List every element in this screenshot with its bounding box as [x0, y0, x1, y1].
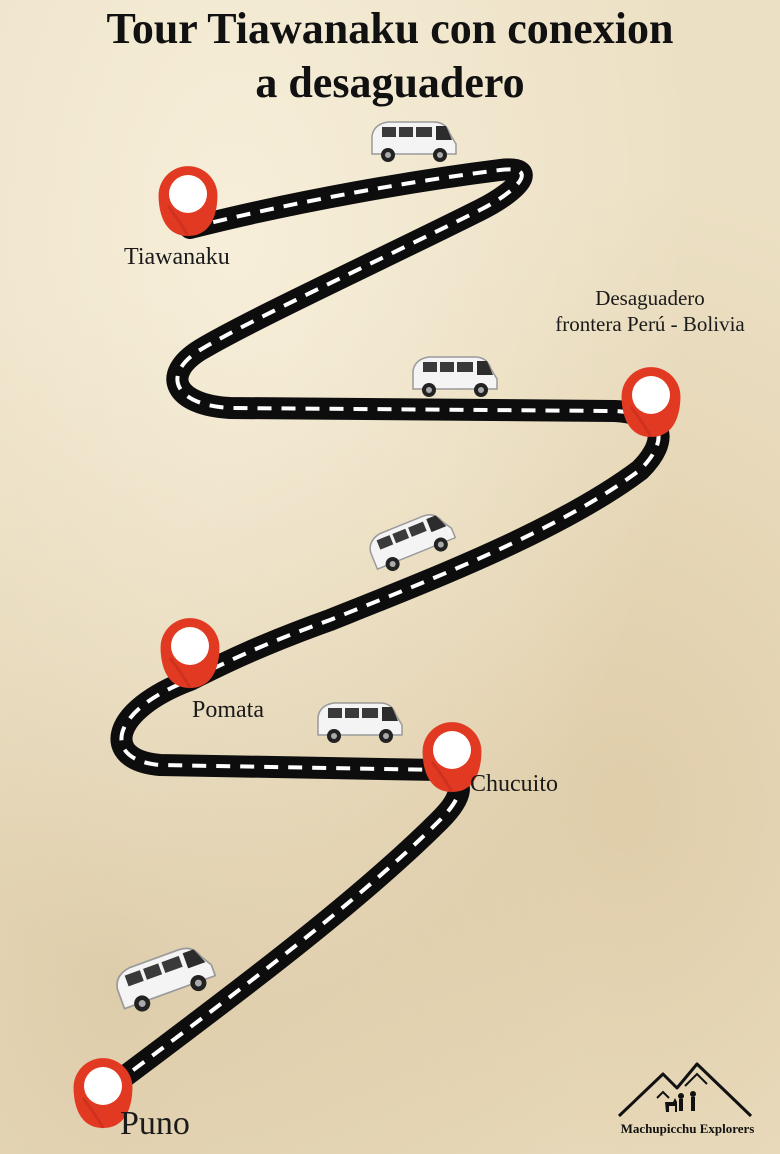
- stop-label-desaguadero: Desaguadero frontera Perú - Bolivia: [530, 285, 770, 337]
- stop-label-pomata: Pomata: [192, 697, 264, 723]
- map-pin-icon-tiawanaku: [157, 164, 219, 238]
- stop-label-desaguadero-line-1: Desaguadero: [595, 286, 705, 310]
- van-icon: [371, 121, 457, 163]
- stop-label-tiawanaku: Tiawanaku: [124, 244, 230, 270]
- van-icon: [317, 702, 403, 744]
- route-road: [109, 158, 670, 1091]
- page-title-line-1: Tour Tiawanaku con conexion: [106, 4, 674, 53]
- stop-label-desaguadero-line-2: frontera Perú - Bolivia: [555, 312, 745, 336]
- van-icon: [412, 356, 498, 398]
- stop-label-chucuito: Chucuito: [470, 771, 558, 797]
- page-title-line-2: a desaguadero: [255, 58, 525, 107]
- mountain-hikers-icon: [617, 1062, 753, 1118]
- brand-name: Machupicchu Explorers: [620, 1121, 755, 1136]
- brand-logo: Machupicchu Explorers: [605, 1058, 770, 1143]
- map-pin-icon-desaguadero: [620, 365, 682, 439]
- stop-label-puno: Puno: [120, 1105, 190, 1142]
- map-pin-icon-pomata: [159, 616, 221, 690]
